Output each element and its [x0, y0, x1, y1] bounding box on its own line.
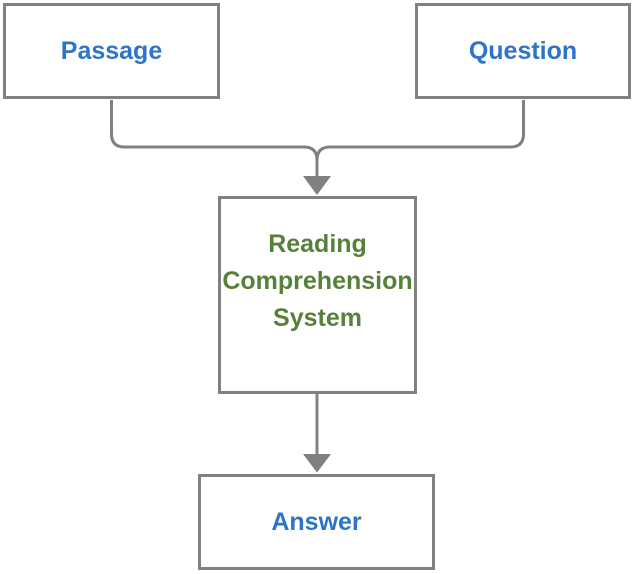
arrowhead-into-answer-icon	[303, 454, 331, 473]
node-passage: Passage	[3, 3, 220, 99]
node-question-label: Question	[468, 36, 578, 65]
node-reading-comprehension-system-label: Reading Comprehension System	[222, 229, 413, 332]
edge-question-to-system	[315, 100, 525, 177]
node-answer: Answer	[198, 474, 435, 570]
node-answer-label: Answer	[271, 507, 362, 536]
node-passage-label: Passage	[60, 36, 163, 65]
edge-passage-to-system	[110, 100, 319, 177]
node-question: Question	[415, 3, 631, 99]
arrowhead-into-system-icon	[303, 176, 331, 195]
node-reading-comprehension-system: Reading Comprehension System	[218, 196, 417, 394]
